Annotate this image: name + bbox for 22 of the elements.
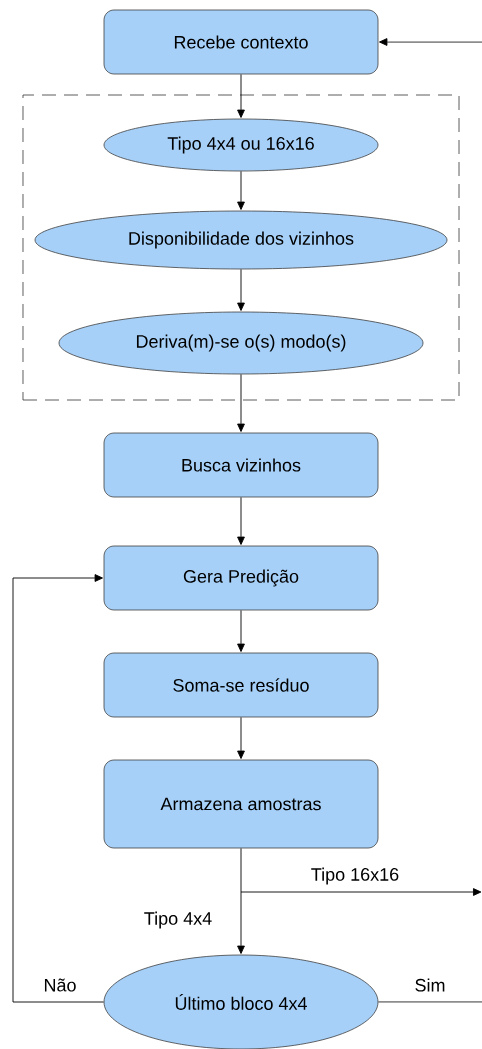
edge-label: Sim [415, 978, 445, 992]
process-box: Recebe contexto [103, 9, 379, 75]
edge-label: Não [44, 978, 76, 992]
edge-label: Tipo 4x4 [144, 911, 212, 929]
arrow [240, 888, 482, 896]
arrow [237, 847, 245, 954]
process-box: Busca vizinhos [103, 432, 379, 498]
process-box: Soma-se resíduo [103, 652, 379, 718]
arrow [379, 38, 482, 46]
edge-label: Tipo 16x16 [311, 867, 399, 885]
arrow [237, 716, 245, 759]
process-box: Gera Predição [103, 545, 379, 611]
arrow [237, 73, 245, 118]
arrow [237, 609, 245, 652]
arrow [237, 268, 245, 311]
arrow [237, 373, 245, 432]
dashed-group-frame [22, 94, 460, 401]
process-box: Armazena amostras [103, 759, 379, 849]
connector-line [377, 1001, 482, 1003]
arrow [237, 496, 245, 545]
arrow [12, 574, 105, 1003]
arrow [237, 170, 245, 210]
